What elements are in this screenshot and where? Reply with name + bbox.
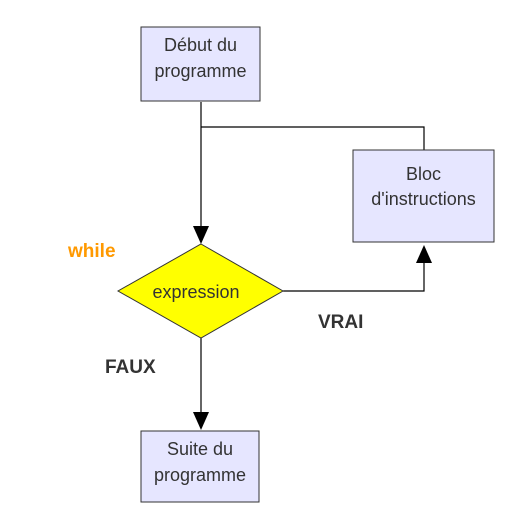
start-label-line2: programme: [154, 61, 246, 81]
start-label-line1: Début du: [164, 35, 237, 55]
end-node: Suite du programme: [140, 430, 260, 503]
arrowhead-into-decision: [193, 226, 209, 244]
block-box: [352, 149, 495, 243]
connector-decision-to-block: [283, 262, 425, 292]
connector-block-loop-back: [201, 126, 425, 150]
end-box: [140, 430, 260, 503]
arrowhead-into-end: [193, 412, 209, 430]
decision-node: expression: [116, 243, 285, 339]
start-box: [140, 26, 261, 102]
end-label-line2: programme: [154, 465, 246, 485]
connectors: [200, 102, 425, 414]
start-node: Début du programme: [140, 26, 261, 102]
block-label-line1: Bloc: [406, 164, 441, 184]
decision-diamond: [116, 243, 285, 339]
block-node: Bloc d'instructions: [352, 149, 495, 243]
arrowhead-into-block: [416, 245, 432, 263]
arrowheads: [193, 226, 432, 430]
end-label-line1: Suite du: [167, 439, 233, 459]
true-branch-label: VRAI: [318, 312, 363, 333]
false-branch-label: FAUX: [105, 357, 156, 378]
while-keyword-label: while: [67, 241, 116, 262]
block-label-line2: d'instructions: [371, 189, 475, 209]
decision-label: expression: [152, 282, 239, 302]
